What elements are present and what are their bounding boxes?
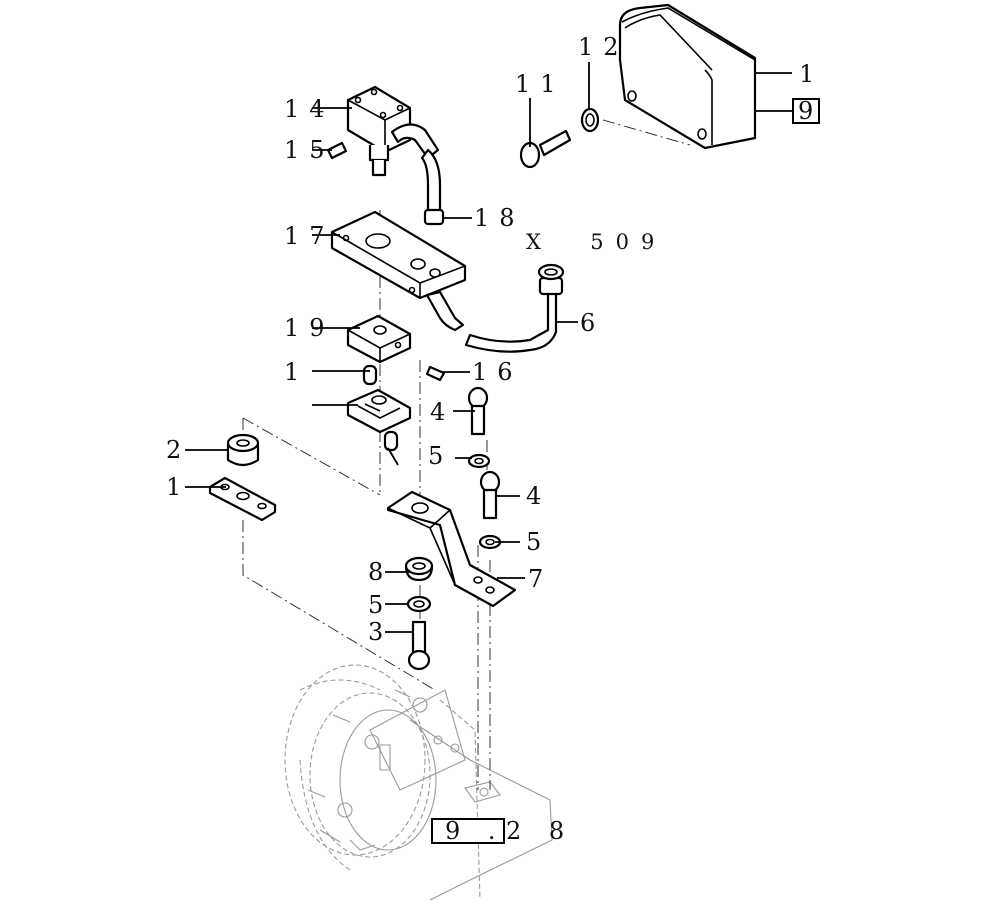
ref-928-boxed-text: 9 .: [445, 817, 506, 845]
callout-18: 1: [284, 358, 309, 386]
part-14-pin-upper: [326, 141, 348, 160]
callout-14-upper: 15: [284, 136, 335, 164]
boxed-reference-9: 9: [792, 97, 820, 125]
callout-5-mid: 5: [526, 528, 551, 556]
part-10-cover: [618, 3, 757, 150]
ref-928-tail-text: 2 8: [506, 817, 574, 845]
callout-15: 17: [284, 222, 335, 250]
callout-5-lower: 5: [368, 591, 393, 619]
part-18-sleeve: [362, 364, 378, 386]
callout-14-lower: 16: [472, 358, 523, 386]
callout-4-upper: 4: [430, 398, 455, 426]
part-4-bolt-upper: [467, 386, 489, 436]
reference-code: X 509: [526, 230, 666, 254]
boxed-reference-9-28: 9 . 2 8: [431, 817, 574, 845]
callout-6: 6: [580, 309, 605, 337]
callout-3: 3: [368, 618, 393, 646]
part-6-hose: [425, 263, 565, 353]
part-4-bolt-lower: [479, 470, 501, 520]
callout-10-cut: 1: [799, 60, 824, 88]
leader-lines: [185, 62, 792, 633]
callout-5-upper: 5: [428, 442, 453, 470]
part-5-washer-lower: [406, 595, 432, 613]
part-12-washer: [580, 107, 600, 133]
part-5-washer-upper: [467, 453, 491, 469]
part-8-spacer: [404, 556, 434, 582]
alignment-lines: [242, 119, 691, 790]
part-7-bracket: [386, 490, 517, 608]
callout-16: 18: [474, 204, 525, 232]
callout-13: 14: [284, 95, 335, 123]
callout-17: 19: [284, 314, 335, 342]
callout-labels: 14 15 17 18 19 1 16 2 1 4 5 4 5 7 8 5 3 …: [166, 33, 824, 646]
callout-4-lower: 4: [526, 482, 551, 510]
callout-2: 2: [166, 436, 191, 464]
callout-8: 8: [368, 558, 393, 586]
part-1-sleeve-small: [383, 430, 399, 452]
part-19-damper: [346, 388, 412, 434]
callout-7: 7: [528, 565, 553, 593]
part-2-spacer: [226, 433, 260, 467]
ref-9-text: 9: [798, 97, 813, 125]
part-13-valve-block: [346, 85, 445, 226]
callout-1: 1: [166, 473, 191, 501]
part-1-strap: [208, 476, 277, 522]
part-11-bolt: [519, 129, 572, 169]
axle-housing-ghost: [284, 664, 553, 901]
part-3-bolt: [407, 620, 431, 671]
part-17-block: [346, 314, 412, 364]
callout-12: 12: [578, 33, 629, 61]
part-14-pin-lower: [425, 365, 446, 382]
part-5-washer-mid: [478, 534, 502, 550]
callout-11: 11: [515, 70, 566, 98]
part-15-plate: [330, 210, 467, 300]
